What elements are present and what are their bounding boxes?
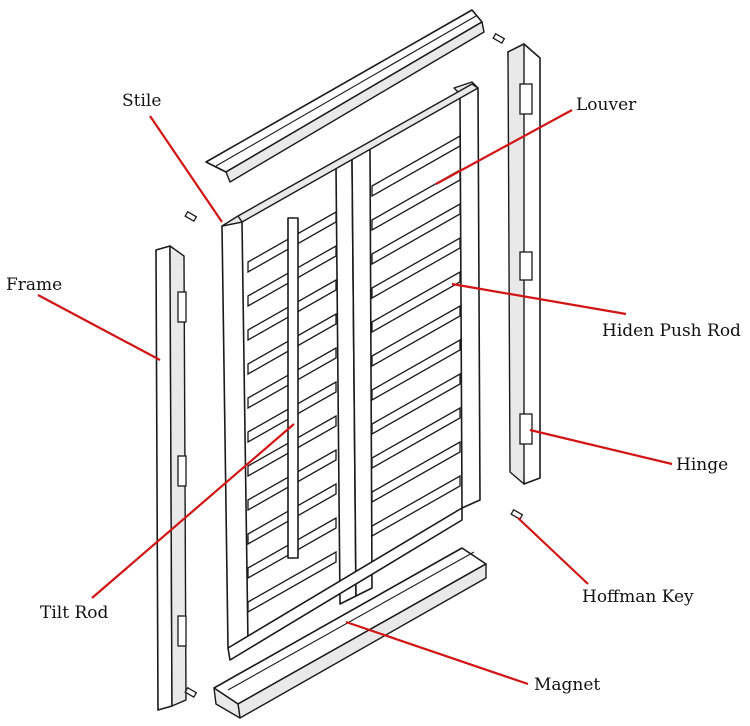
frame-hinge-middle [177,455,187,487]
leader-magnet [345,620,529,686]
leader-frame [37,294,161,361]
hinge-middle [519,251,533,281]
right-louvers [371,134,461,538]
frame-hinge-top [177,291,187,323]
leader-hoffman-key [517,517,589,585]
hinge-top [519,83,533,115]
leader-tilt-rod [91,423,295,599]
leader-stile [149,115,223,223]
leader-hidden-push-rod [451,282,627,316]
label-hinge: Hinge [676,455,728,475]
shutter-panels [221,81,481,661]
hoffman-keys [184,32,524,698]
hinge-bottom [519,413,533,445]
right-frame [507,43,541,485]
label-frame: Frame [6,275,62,295]
left-frame [155,245,187,711]
leader-hinge [529,428,673,466]
labels: Stile Louver Frame Hiden Push Rod Hinge … [6,91,741,695]
label-louver: Louver [576,95,637,115]
bottom-rail [213,547,487,719]
label-stile: Stile [122,91,161,111]
label-magnet: Magnet [534,675,600,695]
tilt-rod [287,217,299,559]
leader-lines [37,109,673,686]
label-tilt-rod: Tilt Rod [40,603,108,623]
label-hidden-push-rod: Hiden Push Rod [602,321,741,341]
leader-louver [435,109,573,185]
frame-hinge-bottom [177,615,187,647]
label-hoffman-key: Hoffman Key [582,587,694,607]
top-rail [205,9,485,183]
